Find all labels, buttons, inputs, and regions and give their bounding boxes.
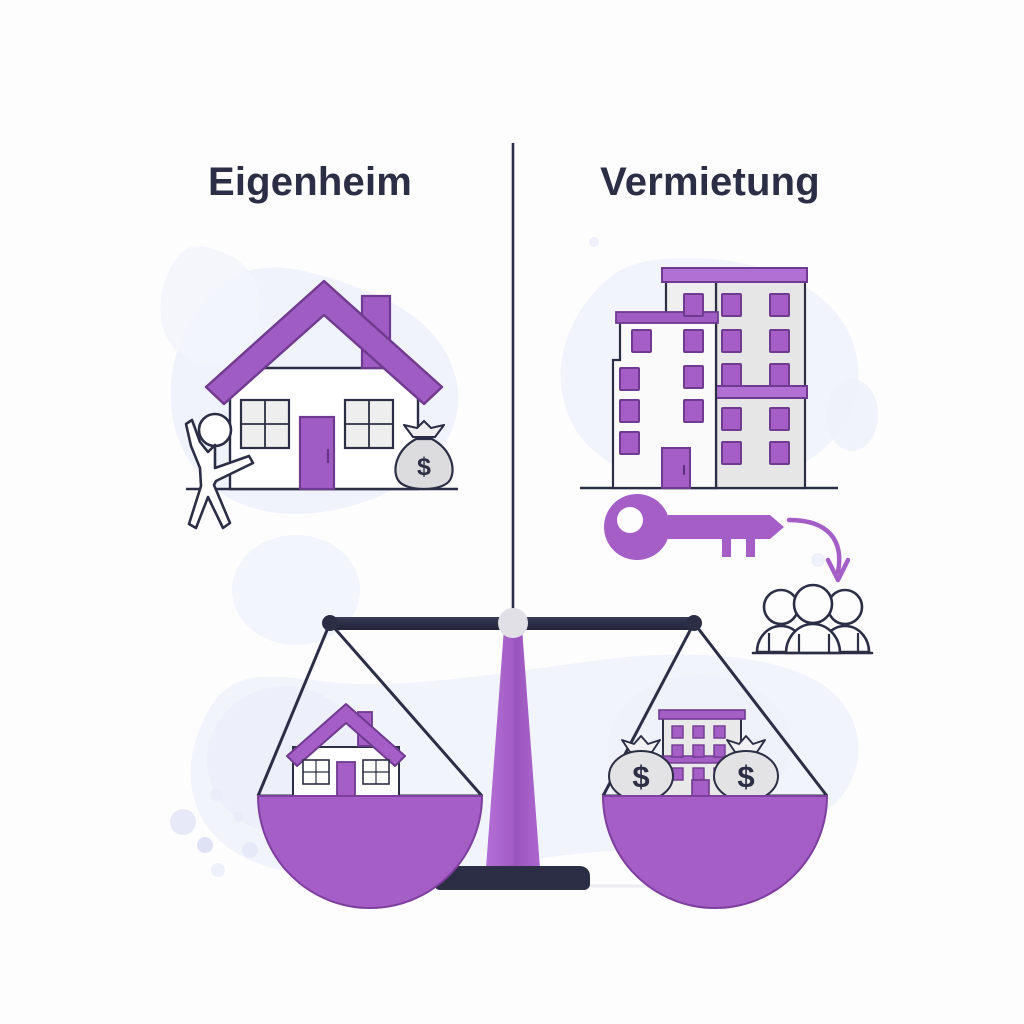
heading-right: Vermietung xyxy=(600,160,820,204)
scale-money-bag-1: $ xyxy=(608,735,674,802)
heading-left: Eigenheim xyxy=(207,160,413,204)
svg-text:$: $ xyxy=(417,453,431,481)
scale-base xyxy=(434,866,590,890)
left-scene-owned-home: $ xyxy=(184,279,458,530)
tenants-group-icon xyxy=(751,583,874,655)
building-windows xyxy=(619,293,790,465)
money-bag-left: $ xyxy=(394,419,454,490)
scale-dish-left xyxy=(256,795,484,909)
scale-column xyxy=(486,628,540,868)
svg-text:$: $ xyxy=(737,759,754,794)
building-door xyxy=(661,447,691,489)
house-door xyxy=(298,415,336,491)
balance-scale: $ $ xyxy=(256,608,829,909)
curved-arrow xyxy=(786,517,851,583)
key-icon xyxy=(604,494,784,560)
decorative-bubbles xyxy=(170,237,825,877)
house-window-left xyxy=(239,398,291,450)
person-waving xyxy=(184,412,255,530)
scale-pan-right: $ $ xyxy=(601,615,829,909)
scale-dish-right xyxy=(601,795,829,909)
building-mid-band xyxy=(711,385,808,399)
house-roof xyxy=(204,279,444,406)
house-window-right xyxy=(343,398,395,450)
building-roof-band-short xyxy=(615,311,719,324)
scale-item-small-house xyxy=(286,703,406,797)
scale-pan-left xyxy=(256,615,484,909)
svg-text:$: $ xyxy=(632,759,649,794)
right-scene-rental xyxy=(580,267,874,655)
building-roof-band-top xyxy=(661,267,808,283)
scale-pivot xyxy=(498,608,528,638)
